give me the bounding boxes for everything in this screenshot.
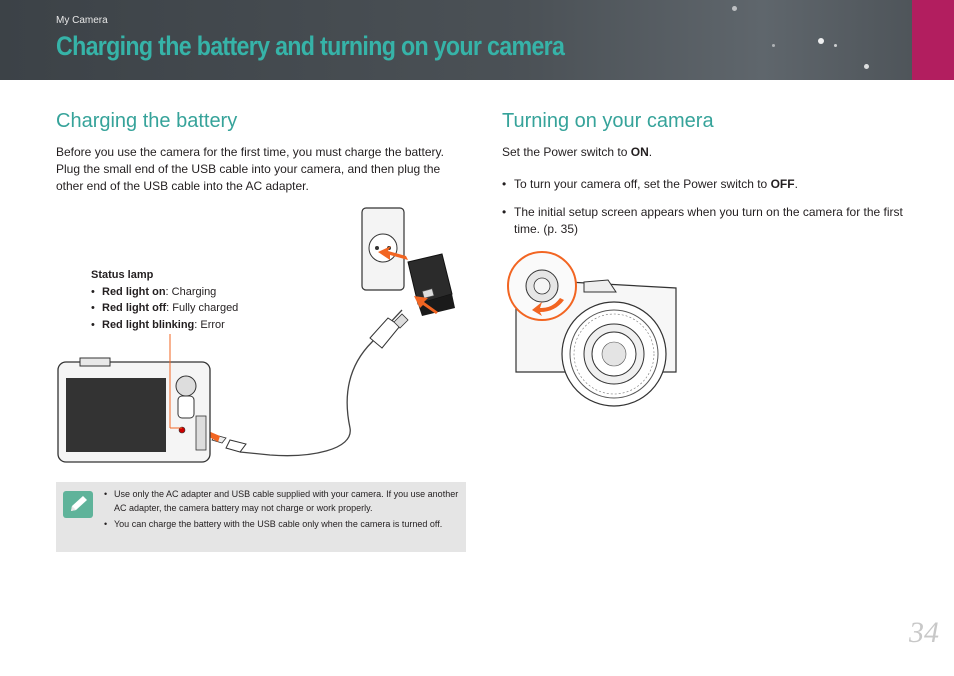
note-item: Use only the AC adapter and USB cable su…: [104, 487, 460, 515]
wall-socket-image: [361, 207, 405, 291]
status-lamp-item: Red light off: Fully charged: [91, 300, 238, 317]
ac-adapter-image: [407, 253, 455, 316]
status-lamp-item: Red light on: Charging: [91, 284, 238, 301]
charging-intro: Before you use the camera for the first …: [56, 145, 444, 193]
sparkle-decoration: [864, 64, 869, 69]
header-accent-tab: [912, 0, 954, 80]
section-heading-charging: Charging the battery: [56, 110, 238, 132]
power-instruction: Set the Power switch to ON.: [502, 145, 653, 159]
camera-image: [57, 357, 211, 463]
plug-arrow-icon: [378, 246, 408, 260]
section-heading-power: Turning on your camera: [502, 110, 714, 132]
charging-illustration: [57, 207, 455, 463]
power-camera-illustration: [507, 251, 677, 407]
status-lamp-item: Red light blinking: Error: [91, 317, 238, 334]
power-switch-arrow-icon: [532, 298, 564, 316]
pencil-note-icon: [63, 491, 93, 518]
power-bullet: To turn your camera off, set the Power s…: [502, 176, 904, 193]
power-bullet: The initial setup screen appears when yo…: [502, 204, 904, 238]
page-number: 34: [909, 616, 939, 649]
sparkle-decoration: [834, 44, 837, 47]
page-title: Charging the battery and turning on your…: [56, 31, 565, 61]
breadcrumb: My Camera: [56, 15, 108, 26]
note-item: You can charge the battery with the USB …: [104, 517, 460, 531]
status-lamp-callout: Status lamp Red light on: Charging Red l…: [91, 267, 238, 333]
sparkle-decoration: [732, 6, 737, 11]
sparkle-decoration: [818, 38, 824, 44]
usb-arrow-icon: [414, 296, 438, 314]
note-box: Use only the AC adapter and USB cable su…: [56, 482, 466, 552]
status-lamp-title: Status lamp: [91, 269, 154, 281]
usb-cable-image: [239, 309, 403, 457]
sparkle-decoration: [772, 44, 775, 47]
page-header: My Camera Charging the battery and turni…: [0, 0, 954, 80]
